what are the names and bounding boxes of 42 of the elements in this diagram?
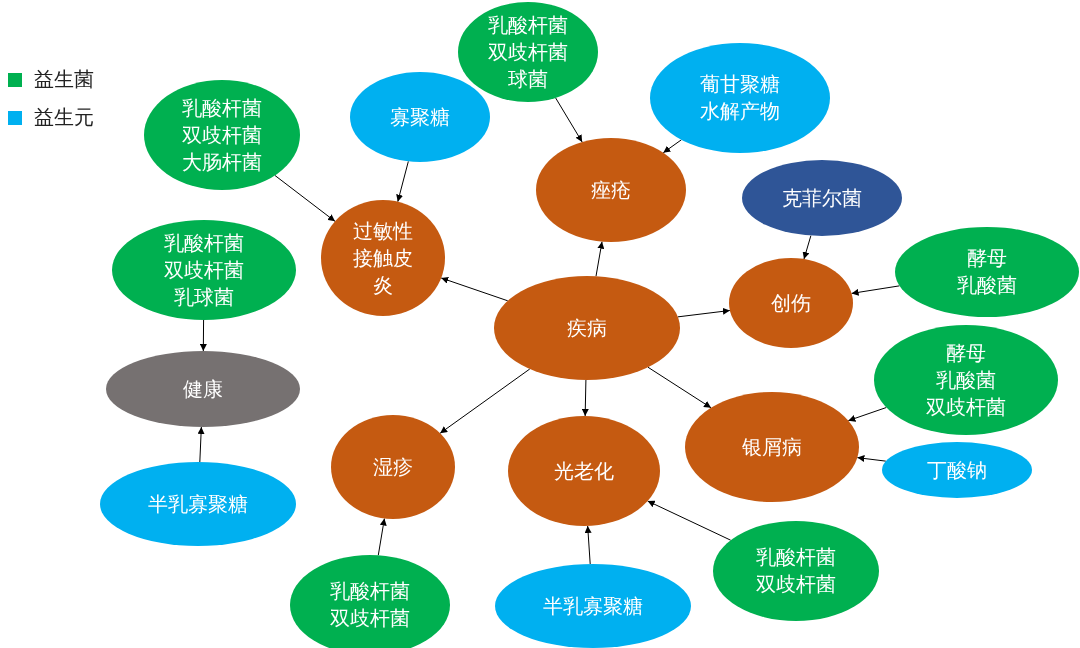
arrow [856,455,887,462]
node-label: 创伤 [771,289,811,317]
arrow [802,235,812,260]
arrow [851,285,900,296]
arrow [396,160,409,203]
arrow [199,319,207,352]
node-label: 疾病 [567,314,607,342]
arrow [555,97,583,143]
node-label: 银屑病 [742,433,802,461]
node-label: 克菲尔菌 [782,184,862,212]
node-label: 乳酸杆菌双歧杆菌乳球菌 [164,229,244,311]
node-label: 痤疮 [591,176,631,204]
node-label: 乳酸杆菌双歧杆菌大肠杆菌 [182,94,262,176]
node-label: 光老化 [554,457,614,485]
node-label: 健康 [183,375,223,403]
node-label: 酵母乳酸菌双歧杆菌 [926,339,1006,421]
arrow [847,407,887,422]
node-label: 寡聚糖 [390,103,450,131]
arrow [439,368,531,434]
node-label: 乳酸杆菌双歧杆菌 [330,578,410,632]
node-label: 过敏性接触皮炎 [353,217,413,299]
node-label: 酵母乳酸菌 [957,245,1017,299]
node-label: 湿疹 [373,453,413,481]
arrow [595,241,605,277]
legend-label: 益生元 [34,104,94,131]
node-label: 乳酸杆菌双歧杆菌 [756,544,836,598]
arrow [197,426,205,463]
arrow [677,307,731,318]
legend-label: 益生菌 [34,66,94,93]
arrow [662,139,682,154]
arrow [647,500,732,541]
arrow [584,525,592,565]
node-label: 乳酸杆菌双歧杆菌球菌 [488,11,568,93]
arrow [440,276,509,302]
arrow [274,174,336,222]
node-label: 半乳寡聚糖 [543,592,643,620]
arrow [581,379,589,417]
node-label: 丁酸钠 [927,456,987,484]
arrow [647,366,712,409]
arrow [377,518,387,556]
node-label: 半乳寡聚糖 [148,490,248,518]
node-label: 葡甘聚糖水解产物 [700,71,780,125]
